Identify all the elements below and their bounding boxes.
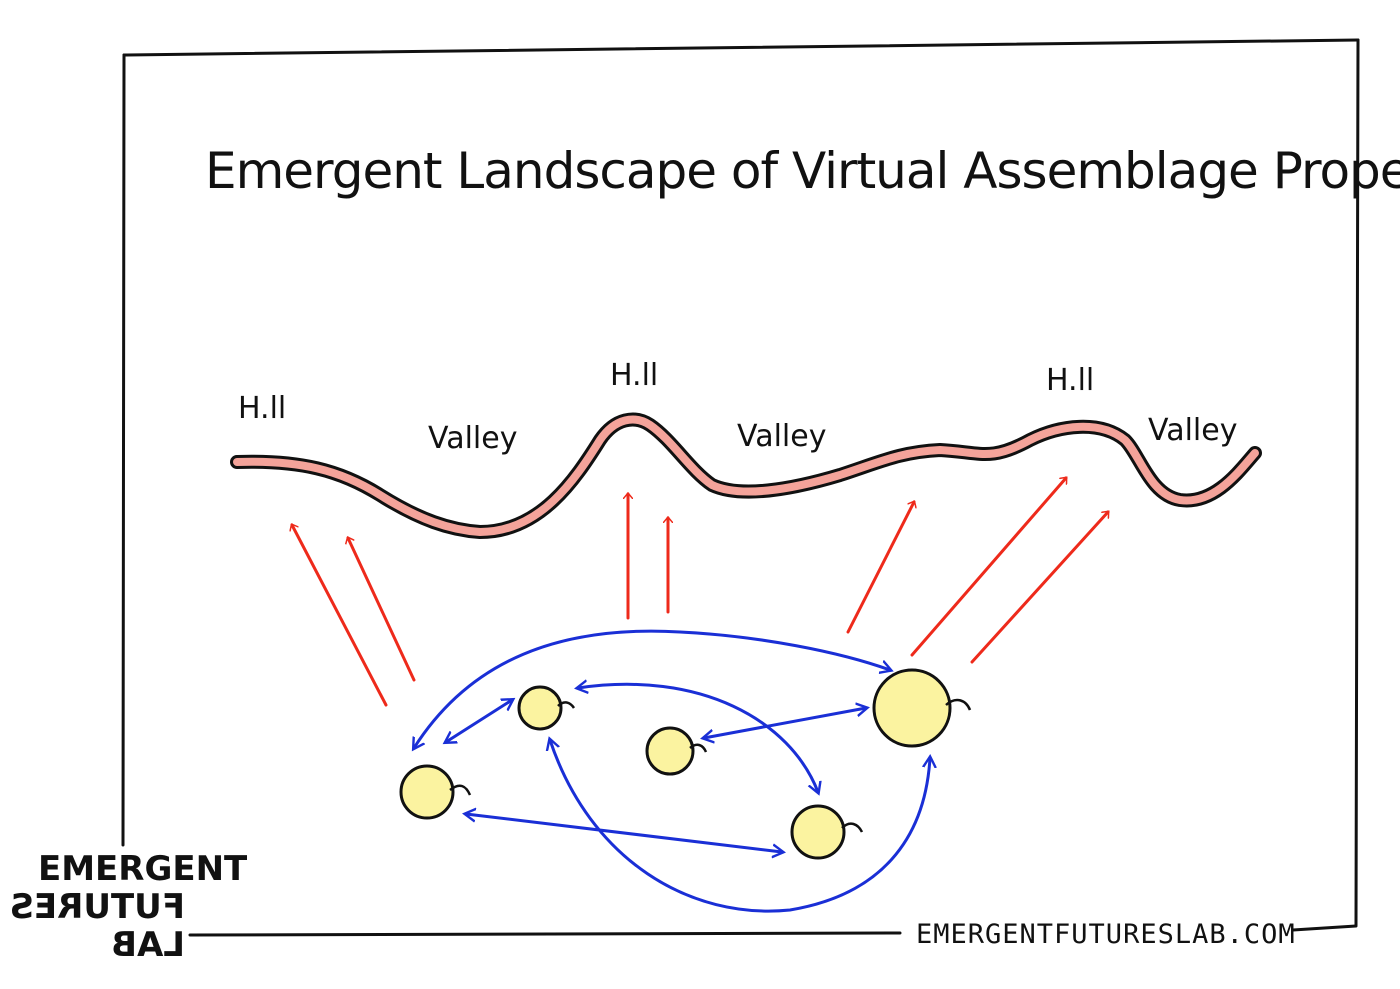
valley-label-1: Valley <box>428 421 517 456</box>
blue-arrow <box>550 740 930 913</box>
hill-label-3: H.ll <box>1046 363 1094 398</box>
node <box>645 726 708 776</box>
blue-arrow <box>414 629 890 748</box>
blue-arrow <box>466 814 782 852</box>
assemblage-nodes <box>399 668 972 860</box>
blue-arrow <box>578 684 818 792</box>
logo-line-3: LAB <box>111 925 185 965</box>
logo-line-2: FUTURES <box>9 887 185 927</box>
node <box>790 804 864 860</box>
valley-label-2: Valley <box>737 419 826 454</box>
red-arrow <box>846 502 914 634</box>
node <box>872 668 972 748</box>
node <box>399 764 472 820</box>
red-arrow <box>970 512 1110 664</box>
relation-arrows <box>414 629 930 913</box>
landscape-curve <box>230 412 1262 540</box>
hill-label-2: H.ll <box>610 358 658 393</box>
valley-label-3: Valley <box>1148 413 1237 448</box>
red-arrow <box>910 478 1068 657</box>
footer-url: EMERGENTFUTURESLAB.COM <box>916 919 1296 950</box>
propensity-arrows <box>292 478 1110 707</box>
emergent-futures-lab-logo: EMERGENT FUTURES LAB <box>9 849 248 965</box>
blue-arrow <box>704 708 866 738</box>
node <box>517 685 576 731</box>
blue-arrow <box>446 700 512 742</box>
diagram-title: Emergent Landscape of Virtual Assemblage… <box>205 142 1400 200</box>
hill-label-1: H.ll <box>238 391 286 426</box>
logo-line-1: EMERGENT <box>38 849 248 889</box>
red-arrow <box>292 525 388 707</box>
red-arrow <box>348 538 416 682</box>
frame <box>121 38 1360 937</box>
